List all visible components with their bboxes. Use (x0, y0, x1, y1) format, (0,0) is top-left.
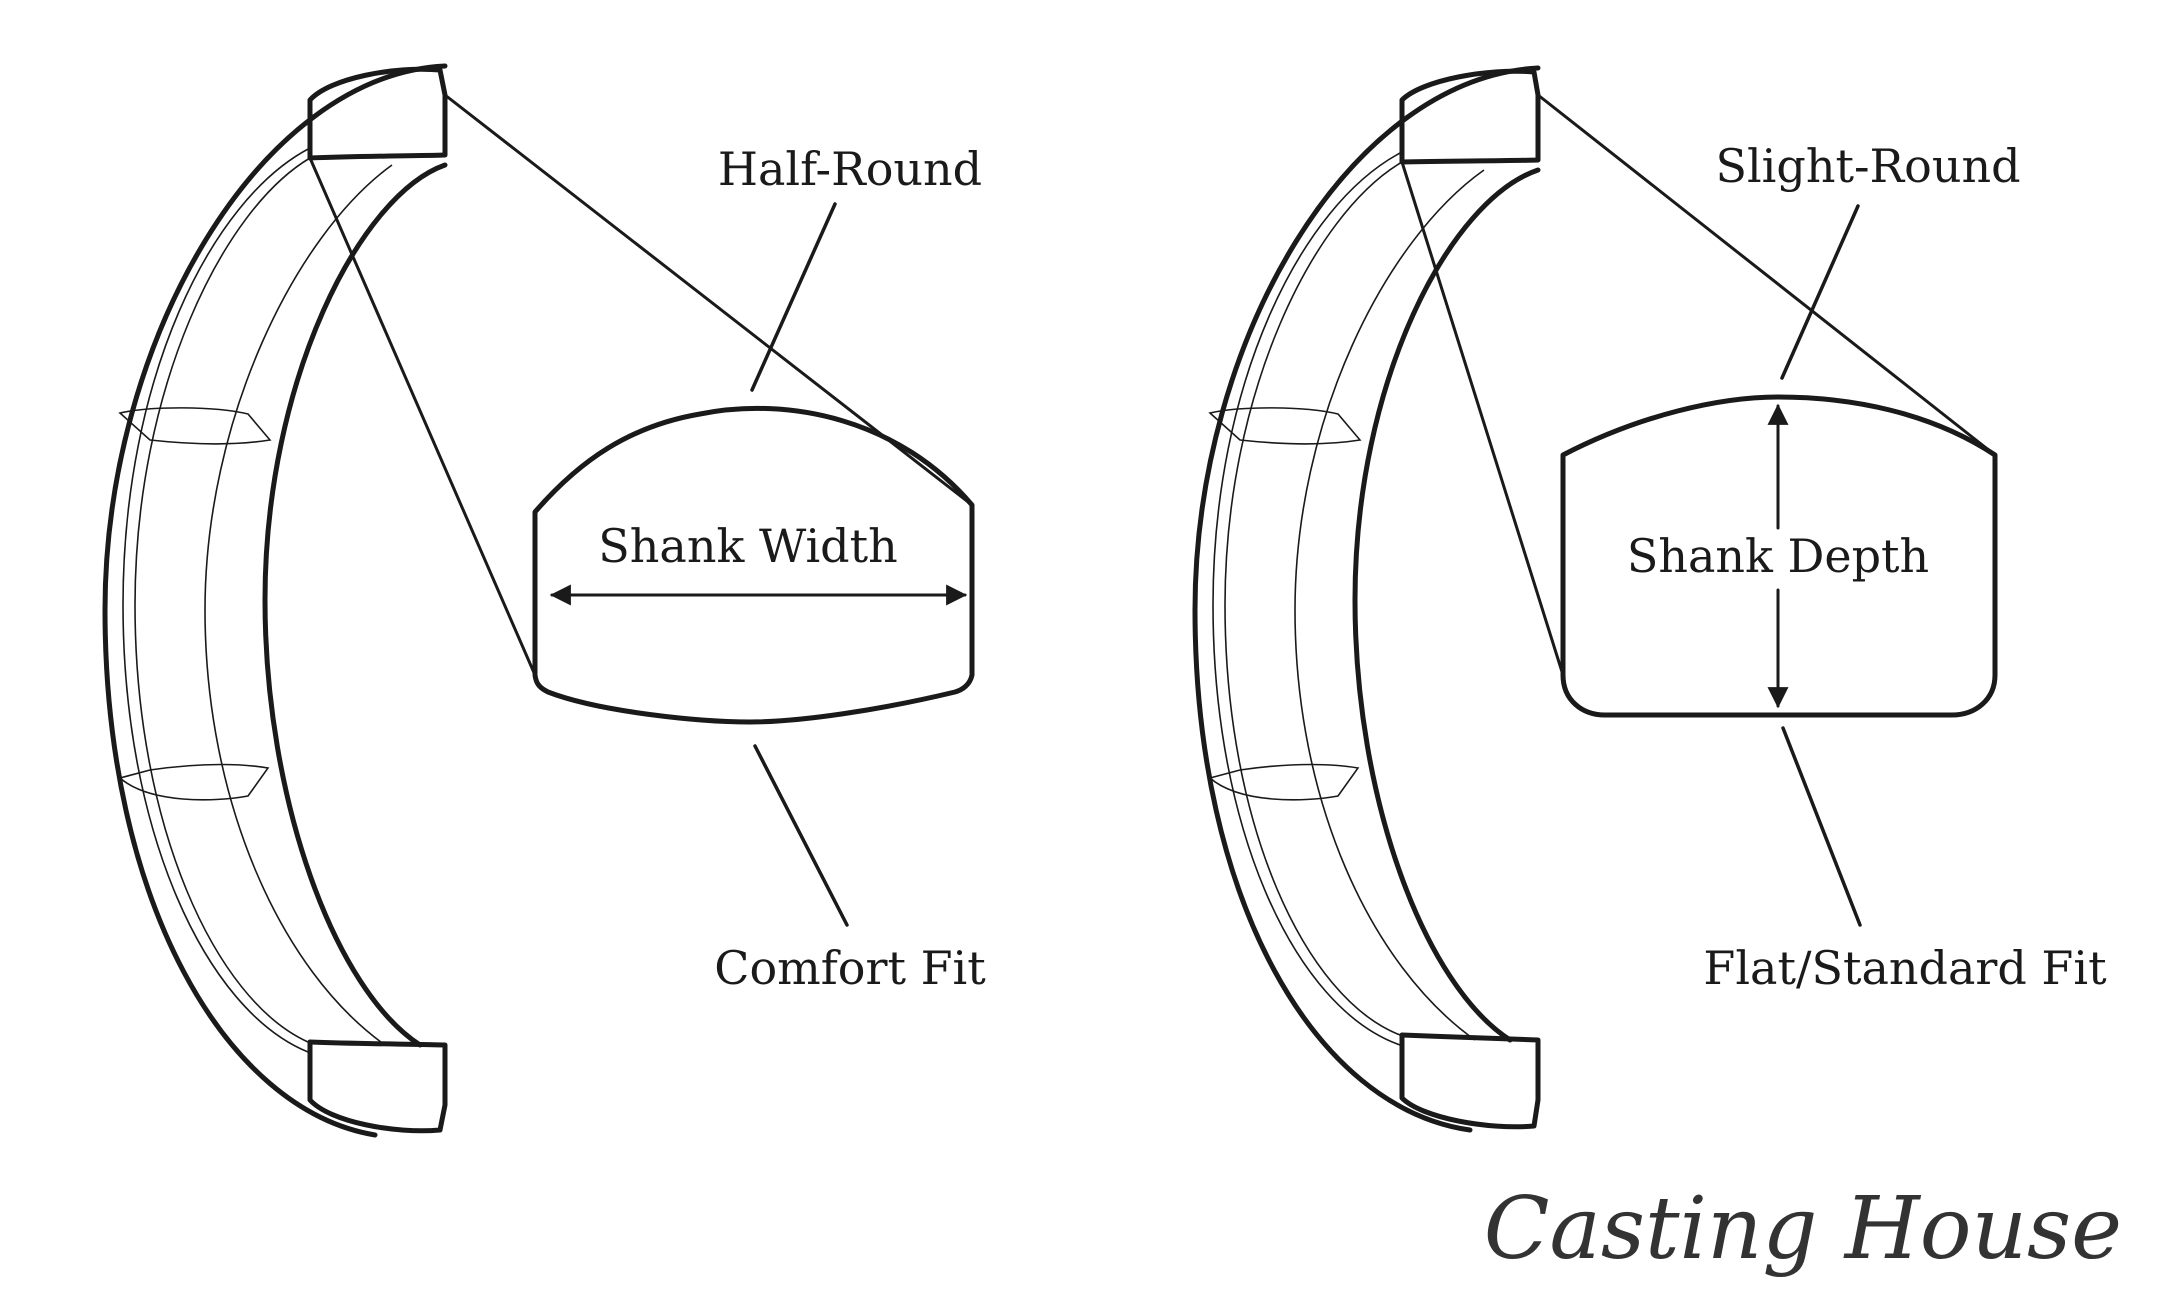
slight-round-label: Slight-Round (1715, 139, 2020, 193)
shank-depth-label: Shank Depth (1627, 529, 1929, 583)
half-round-leader (750, 202, 837, 392)
flat-standard-fit-label: Flat/Standard Fit (1703, 941, 2107, 995)
right-profile-shape (1560, 394, 1998, 718)
right-ring (1192, 65, 1997, 1133)
left-profile-shape (532, 405, 975, 725)
slight-round-leader (1780, 204, 1860, 380)
casting-house-logo: Casting House (1484, 1179, 2122, 1279)
comfort-fit-label: Comfort Fit (714, 941, 986, 995)
half-round-label: Half-Round (718, 142, 982, 196)
flat-standard-fit-leader (1781, 726, 1862, 927)
shank-width-label: Shank Width (598, 519, 897, 573)
comfort-fit-leader (753, 744, 849, 927)
